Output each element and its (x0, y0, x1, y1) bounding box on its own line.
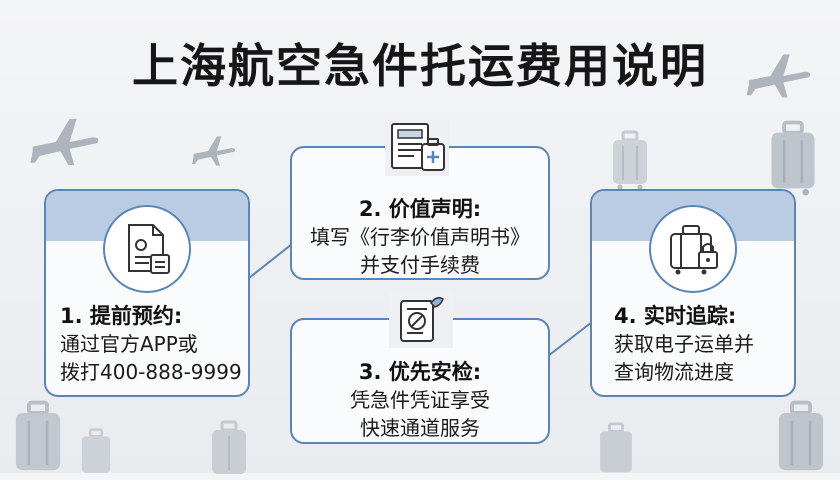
page-title: 上海航空急件托运费用说明 (132, 39, 708, 93)
step-description-line: 凭急件凭证享受 (350, 388, 490, 412)
suitcase-icon (778, 400, 824, 471)
step-description-line: 填写《行李价值声明书》 (310, 225, 530, 249)
step-description-line: 查询物流进度 (614, 360, 734, 384)
suitcase-icon (600, 422, 632, 473)
suitcase-icon (81, 428, 111, 473)
step-description-line: 获取电子运单并 (614, 332, 754, 356)
step-description-line: 拨打400-888-9999 (60, 360, 242, 384)
priority-voucher-icon (389, 292, 453, 348)
step-description-line: 通过官方APP或 (60, 332, 198, 356)
step-4-text: 4. 实时追踪: 获取电子运单并 查询物流进度 (614, 302, 754, 386)
suitcase-icon (613, 130, 647, 190)
luggage-lock-icon (649, 205, 737, 293)
step-description-line: 快速通道服务 (360, 416, 480, 440)
plane-icon (746, 54, 811, 98)
connector-line (248, 243, 293, 279)
step-1-text: 1. 提前预约: 通过官方APP或 拨打400-888-9999 (60, 302, 242, 386)
document-icon (103, 205, 191, 293)
suitcase-icon (15, 400, 61, 471)
suitcase-icon (212, 420, 246, 474)
suitcase-icon (771, 120, 815, 196)
step-title: 3. 优先安检: (358, 360, 482, 384)
connector-line (547, 321, 593, 357)
step-3-text: 3. 优先安检: 凭急件凭证享受 快速通道服务 (290, 358, 550, 442)
step-title: 2. 价值声明: (358, 197, 482, 221)
plane-icon (192, 136, 236, 166)
step-card-4 (590, 189, 796, 397)
step-2-text: 2. 价值声明: 填写《行李价值声明书》 并支付手续费 (290, 195, 550, 279)
step-title: 1. 提前预约: (60, 304, 183, 328)
plane-icon (30, 118, 99, 166)
declaration-form-icon (385, 120, 449, 176)
step-description-line: 并支付手续费 (360, 253, 480, 277)
step-title: 4. 实时追踪: (614, 304, 737, 328)
